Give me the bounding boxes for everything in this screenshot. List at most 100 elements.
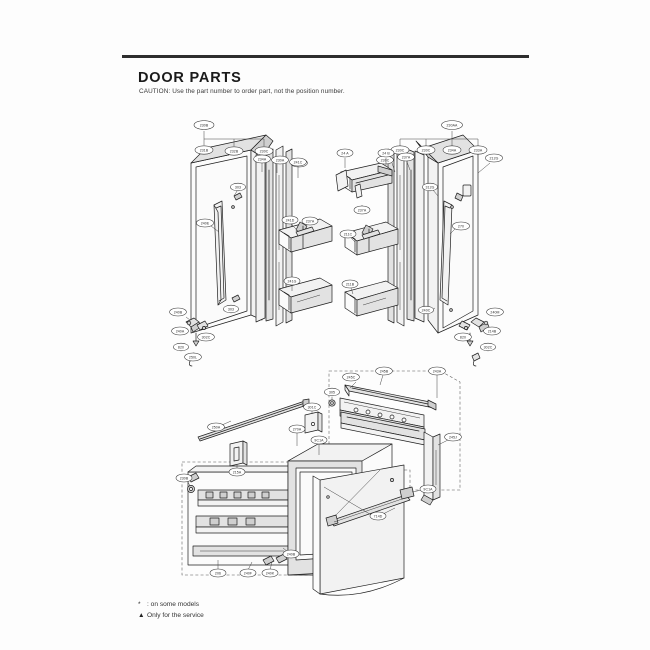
callout-bubble[interactable]: 232B (224, 146, 244, 156)
callout-bubble[interactable]: 250A (207, 422, 225, 432)
callout-bubble[interactable]: 24 A (336, 148, 354, 158)
callout-label: 241G (288, 279, 297, 283)
callout-bubble[interactable]: 211B (341, 279, 359, 289)
callout-bubble[interactable]: 230A (271, 155, 289, 165)
callout-bubble[interactable]: 302C (197, 332, 215, 342)
callout-bubble[interactable]: 231B (194, 145, 214, 155)
callout-label: 820 (178, 345, 184, 349)
callout-label: 211C (344, 232, 353, 236)
callout-bubble[interactable]: 241G (283, 276, 301, 286)
callout-label: 241D (286, 218, 295, 222)
callout-bubble[interactable]: 9C1A (310, 435, 328, 445)
callout-label: 230C (422, 148, 431, 152)
callout-bubble[interactable]: 234A (442, 145, 462, 155)
callout-label: 206 (215, 571, 221, 575)
callout-label: 230C (260, 149, 269, 153)
callout-label: 245B (380, 369, 389, 373)
callout-label: 24 A (341, 151, 349, 155)
callout-label: 9C1A (423, 487, 433, 491)
callout-label: 234A (258, 157, 267, 161)
callout-bubble[interactable]: 303 (223, 304, 239, 314)
callout-bubble[interactable]: 230B (193, 120, 215, 130)
callout-bubble[interactable]: 211C (339, 229, 357, 239)
header-rule (122, 55, 529, 58)
callout-label: 820 (460, 335, 466, 339)
callout-label: 714D (374, 514, 383, 518)
callout-bubble[interactable]: 312G (422, 182, 438, 192)
callout-bubble[interactable]: 714D (369, 511, 387, 521)
callout-bubble[interactable]: 302C (480, 342, 496, 352)
callout-bubble[interactable]: 9C1A (419, 484, 437, 494)
callout-label: 234A (448, 148, 457, 152)
callout-bubble[interactable]: 240B (169, 307, 187, 317)
callout-bubble[interactable]: 820 (454, 332, 472, 342)
callout-label: 240B (174, 310, 183, 314)
callout-bubble[interactable]: 301C (303, 402, 321, 412)
callout-bubble[interactable]: 215A (228, 467, 246, 477)
callout-label: 211B (346, 282, 355, 286)
callout-label: 240B (287, 552, 296, 556)
callout-bubble[interactable]: 243A (428, 366, 446, 376)
callout-label: 250L (189, 355, 197, 359)
callout-bubble[interactable]: 245J (444, 432, 462, 442)
callout-label: 303 (235, 185, 241, 189)
callout-bubble[interactable]: 241D (281, 215, 299, 225)
callout-label: 230AA (446, 123, 458, 127)
callout-label: 237A (358, 208, 367, 212)
footnote-service-text: Only for the service (147, 612, 204, 619)
callout-bubble[interactable]: 820 (173, 342, 189, 352)
callout-bubble[interactable]: 240E (196, 218, 214, 228)
callout-label: 212G (490, 156, 499, 160)
callout-bubble[interactable]: 241C (289, 157, 307, 167)
callout-bubble[interactable]: 230AA (441, 120, 463, 130)
callout-bubble[interactable]: 240M (486, 307, 504, 317)
callout-label: 230B (200, 123, 209, 127)
callout-label: 240K (266, 571, 275, 575)
callout-bubble[interactable]: 230B (175, 473, 193, 483)
page-title: DOOR PARTS (138, 70, 242, 86)
callout-bubble[interactable]: 270A (288, 424, 306, 434)
callout-bubble[interactable]: 270 (452, 221, 470, 231)
callout-bubble[interactable]: 206 (209, 568, 227, 578)
callout-label: 230C (396, 148, 405, 152)
callout-label: 303 (228, 307, 234, 311)
callout-bubble[interactable]: 245B (375, 366, 393, 376)
callout-label: 230C (381, 158, 390, 162)
callout-bubble[interactable]: 237A (301, 216, 319, 226)
callout-bubble[interactable]: 214B (483, 326, 501, 336)
door-bins-group (278, 162, 399, 317)
callout-bubble[interactable]: 303 (230, 182, 246, 192)
callout-label: 240M (490, 310, 499, 314)
right-door-assembly (387, 134, 490, 367)
callout-bubble[interactable]: 240B (282, 549, 300, 559)
callout-bubble[interactable]: 233A (468, 145, 488, 155)
callout-label: 270A (293, 427, 302, 431)
callout-label: 302C (484, 345, 493, 349)
callout-label: 9C1A (314, 438, 324, 442)
callout-bubble[interactable]: 250L (184, 352, 202, 362)
callout-label: 240A (176, 329, 185, 333)
callout-bubble[interactable]: 237A (397, 152, 415, 162)
callout-bubble[interactable]: 230C (416, 145, 436, 155)
callout-label: 245C (347, 375, 356, 379)
callout-label: 312G (426, 185, 435, 189)
callout-bubble[interactable]: 240C (418, 305, 434, 315)
callout-label: 245J (449, 435, 457, 439)
callout-bubble[interactable]: 237A (353, 205, 371, 215)
callout-label: 240E (201, 221, 210, 225)
callout-label: 243A (433, 369, 442, 373)
callout-bubble[interactable]: 230C (254, 146, 274, 156)
callout-label: 237A (306, 219, 315, 223)
callout-bubble[interactable]: 240A (171, 326, 189, 336)
triangle-icon: ▲ (138, 612, 145, 619)
callout-label: 240C (422, 308, 431, 312)
callout-bubble[interactable]: 245C (342, 372, 360, 382)
footnote-models-text: : on some models (147, 601, 200, 608)
callout-bubble[interactable]: 212G (485, 153, 503, 163)
callout-bubble[interactable]: 240K (261, 568, 279, 578)
callout-bubble[interactable]: 24 B (377, 148, 395, 158)
callout-bubble[interactable]: 234A (253, 154, 271, 164)
callout-bubble[interactable]: 240F (239, 568, 257, 578)
callout-label: 24 B (382, 151, 390, 155)
callout-bubble[interactable]: 305 (324, 387, 340, 397)
